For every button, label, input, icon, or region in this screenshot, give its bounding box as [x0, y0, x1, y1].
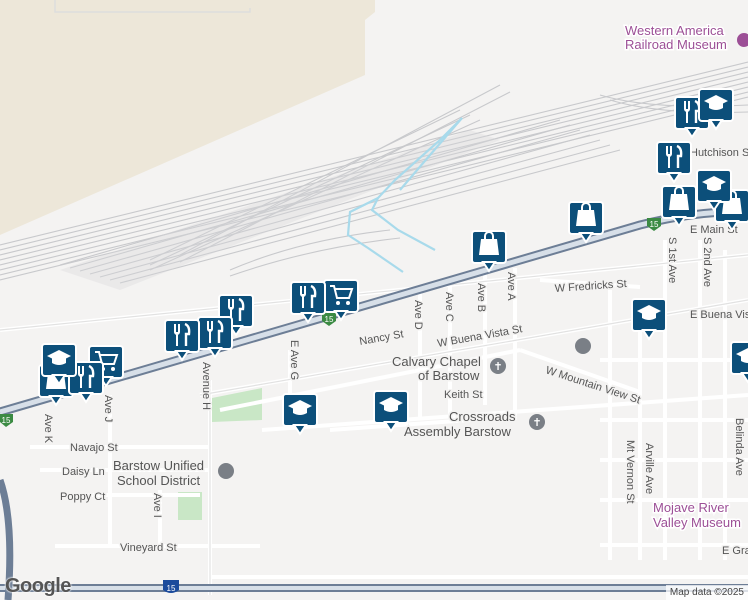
label-mt-vernon: Mt Vernon St — [624, 440, 636, 504]
poi-calvary-chapel[interactable]: Calvary Chapel of Barstow ✝ — [391, 353, 506, 385]
svg-text:✝: ✝ — [493, 360, 502, 373]
label-ave-b: Ave B — [475, 283, 487, 312]
school-icon — [575, 338, 591, 354]
svg-text:✝: ✝ — [532, 416, 541, 429]
school-icon — [218, 463, 234, 479]
poi-mojave-river-valley-museum[interactable]: Mojave River Valley Museum — [652, 499, 743, 532]
label-e-main: E Main St — [690, 224, 738, 236]
marker-education[interactable] — [631, 298, 667, 340]
highway-shield-15-right: 15 — [647, 218, 661, 231]
museum-icon — [737, 33, 748, 47]
svg-text:15: 15 — [2, 416, 11, 425]
label-e-gra: E Gra — [722, 545, 748, 557]
marker-dining[interactable] — [656, 141, 692, 183]
map-attribution[interactable]: Map data ©2025 — [665, 585, 748, 600]
desert-road — [54, 0, 251, 13]
svg-text:15: 15 — [325, 315, 334, 324]
label-ave-i: Ave I — [151, 493, 163, 518]
label-belinda: Belinda Ave — [733, 418, 745, 476]
highway-shield-15-left: 15 — [0, 414, 13, 427]
church-icon — [490, 358, 506, 374]
svg-text:of Barstow: of Barstow — [418, 368, 480, 383]
svg-text:Barstow Unified: Barstow Unified — [113, 458, 204, 473]
svg-text:Calvary Chapel: Calvary Chapel — [392, 354, 481, 369]
svg-text:Crossroads: Crossroads — [449, 409, 516, 424]
desert-area — [0, 0, 375, 235]
label-poppy: Poppy Ct — [60, 491, 105, 503]
label-ave-a: Ave A — [505, 272, 517, 301]
svg-text:Assembly Barstow: Assembly Barstow — [404, 424, 512, 439]
svg-text:Western America: Western America — [625, 23, 725, 38]
label-e-buena-vista: E Buena Vista — [690, 309, 748, 321]
highway-shield-15: 15 — [322, 313, 336, 326]
label-keith: Keith St — [444, 389, 483, 401]
label-arville: Arville Ave — [643, 443, 655, 494]
rail-yard — [0, 61, 748, 284]
wash-channel — [346, 117, 463, 273]
highway-left — [0, 478, 14, 600]
label-e-ave-g: E Ave G — [288, 340, 300, 380]
church-icon — [529, 414, 545, 430]
label-hutchison: Hutchison St — [690, 147, 748, 159]
svg-text:Mojave River: Mojave River — [653, 500, 730, 515]
svg-text:15: 15 — [650, 220, 659, 229]
svg-text:15: 15 — [167, 584, 176, 593]
label-navajo: Navajo St — [70, 442, 118, 454]
poi-barstow-unified[interactable]: Barstow Unified School District — [112, 457, 234, 490]
label-ave-c: Ave C — [443, 292, 455, 322]
svg-text:Railroad Museum: Railroad Museum — [625, 37, 727, 52]
marker-education[interactable] — [730, 341, 748, 383]
google-logo: Google — [5, 575, 71, 597]
svg-text:Valley Museum: Valley Museum — [653, 515, 741, 530]
label-daisy: Daisy Ln — [62, 466, 105, 478]
label-ave-d: Ave D — [412, 300, 424, 330]
label-ave-j: Ave J — [102, 395, 114, 422]
svg-text:School District: School District — [117, 473, 200, 488]
label-avenue-h: Avenue H — [200, 362, 212, 410]
label-vineyard: Vineyard St — [120, 542, 177, 554]
poi-crossroads-assembly[interactable]: Crossroads Assembly Barstow ✝ — [403, 408, 545, 441]
label-s-1st: S 1st Ave — [666, 237, 678, 283]
label-ave-k: Ave K — [42, 414, 54, 444]
rail-yard-fill — [60, 130, 500, 290]
label-nancy: Nancy St — [358, 328, 404, 348]
label-s-2nd: S 2nd Ave — [701, 237, 713, 287]
poi-western-america-railroad-museum[interactable]: Western America Railroad Museum — [624, 22, 748, 54]
interstate-shield-15: 15 — [163, 580, 179, 593]
